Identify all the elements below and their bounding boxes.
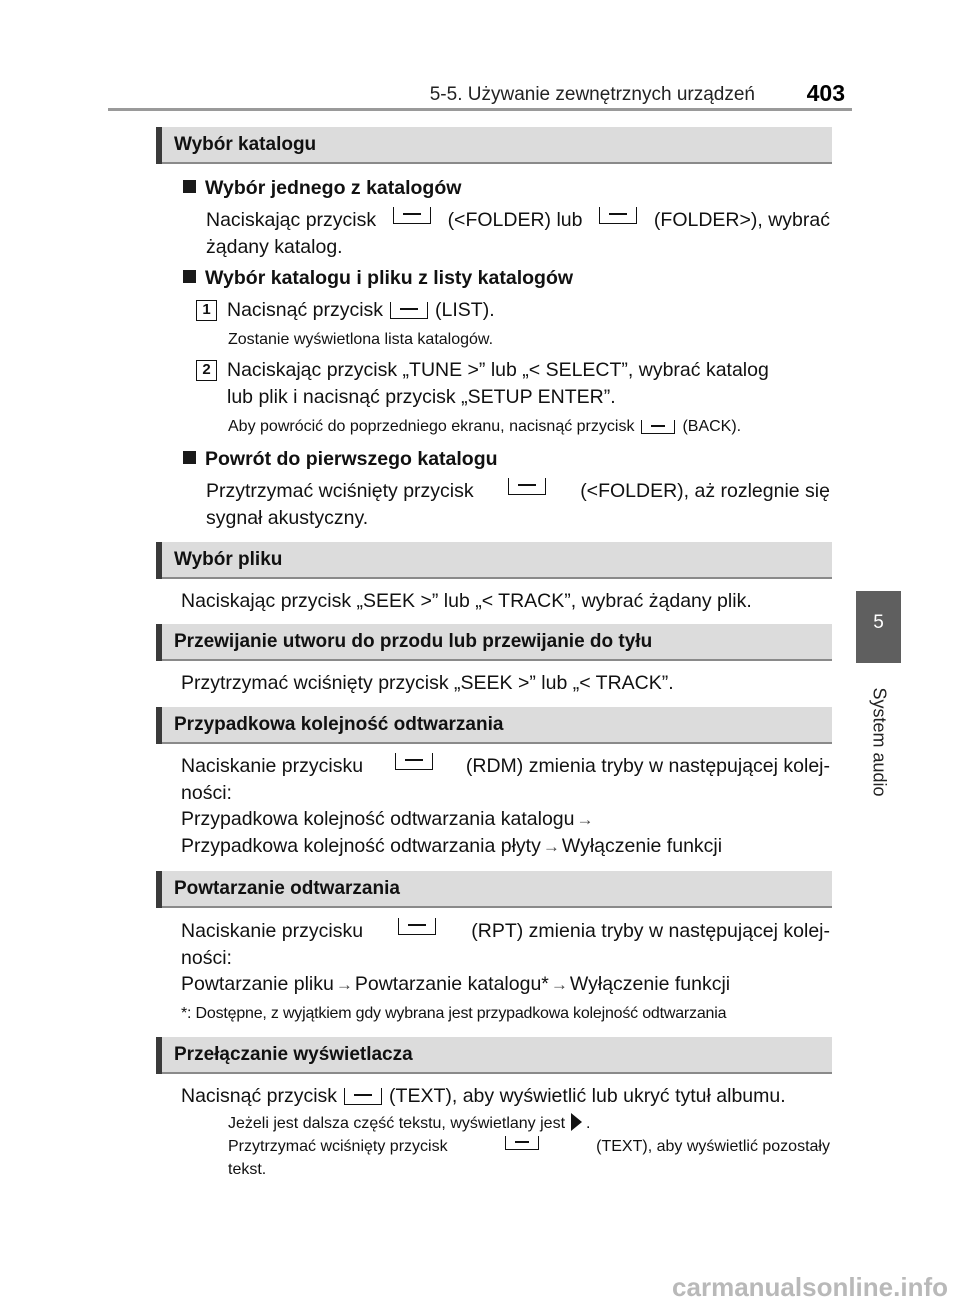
list-button-icon bbox=[390, 302, 429, 319]
paragraph-line: Powtarzanie pliku→Powtarzanie katalogu*→… bbox=[181, 971, 730, 998]
paragraph-line: Naciskanie przycisku(RDM) zmienia tryby … bbox=[181, 753, 830, 777]
chapter-title: System audio bbox=[869, 687, 890, 797]
section-title: Przypadkowa kolejność odtwarzania bbox=[174, 714, 504, 735]
paragraph-line: żądany katalog. bbox=[206, 236, 343, 258]
paragraph-line: Przypadkowa kolejność odtwarzania katalo… bbox=[181, 806, 595, 833]
chapter-tab: 5 bbox=[856, 591, 901, 663]
page-number: 403 bbox=[806, 80, 845, 106]
section-header-display-switch: Przełączanie wyświetlacza bbox=[156, 1037, 832, 1074]
rpt-button-icon bbox=[398, 918, 437, 935]
rdm-button-icon bbox=[395, 753, 434, 770]
note-line: Przytrzymać wciśnięty przycisk(TEXT), ab… bbox=[228, 1136, 830, 1155]
bullet-square-icon bbox=[183, 180, 196, 193]
running-header-title: 5-5. Używanie zewnętrznych urządzeń bbox=[429, 84, 755, 105]
arrow-right-icon: → bbox=[576, 810, 594, 829]
section-header-fast-forward: Przewijanie utworu do przodu lub przewij… bbox=[156, 624, 832, 661]
paragraph-line: Przytrzymać wciśnięty przycisk (<FOLDER)… bbox=[206, 478, 830, 502]
arrow-right-icon: → bbox=[335, 975, 353, 994]
folder-next-button-icon bbox=[599, 207, 638, 224]
section-title: Wybór pliku bbox=[174, 549, 283, 570]
paragraph-line: ności: bbox=[181, 782, 232, 804]
paragraph-line: Naciskając przycisk „SEEK >” lub „< TRAC… bbox=[181, 590, 752, 612]
paragraph-line: Naciskanie przycisku(RPT) zmienia tryby … bbox=[181, 918, 830, 942]
bullet-square-icon bbox=[183, 270, 196, 283]
section-title: Wybór katalogu bbox=[174, 134, 317, 155]
chapter-number: 5 bbox=[873, 612, 884, 633]
step-note: Zostanie wyświetlona lista katalogów. bbox=[228, 331, 494, 348]
folder-prev-button-icon bbox=[392, 207, 431, 224]
text-button-icon bbox=[344, 1088, 383, 1105]
paragraph-line: Naciskając przycisk (<FOLDER) lub (FOLDE… bbox=[206, 207, 830, 231]
step-number: 2 bbox=[196, 360, 217, 381]
subheading-folder-list: Wybór katalogu i pliku z listy katalogów bbox=[183, 265, 573, 291]
note-line: Jeżeli jest dalsza część tekstu, wyświet… bbox=[228, 1113, 591, 1132]
step-2-cont: lub plik i nacisnąć przycisk „SETUP ENTE… bbox=[227, 386, 616, 408]
bullet-square-icon bbox=[183, 451, 196, 464]
note-line: tekst. bbox=[228, 1161, 267, 1178]
footnote: *: Dostępne, z wyjątkiem gdy wybrana jes… bbox=[181, 1005, 727, 1022]
section-header-repeat: Powtarzanie odtwarzania bbox=[156, 871, 832, 908]
section-title: Przewijanie utworu do przodu lub przewij… bbox=[174, 631, 653, 652]
folder-prev-button-icon bbox=[507, 478, 546, 495]
watermark: carmanualsonline.info bbox=[672, 1272, 948, 1302]
paragraph-line: sygnał akustyczny. bbox=[206, 507, 369, 529]
paragraph-line: ności: bbox=[181, 947, 232, 969]
paragraph-line: Przytrzymać wciśnięty przycisk „SEEK >” … bbox=[181, 672, 674, 694]
step-number: 1 bbox=[196, 300, 217, 321]
step-note: Aby powrócić do poprzedniego ekranu, nac… bbox=[228, 418, 742, 435]
section-header-file-select: Wybór pliku bbox=[156, 542, 832, 579]
section-title: Przełączanie wyświetlacza bbox=[174, 1044, 413, 1065]
arrow-right-icon: → bbox=[542, 837, 560, 856]
paragraph-line: Nacisnąć przycisk(TEXT), aby wyświetlić … bbox=[181, 1085, 786, 1107]
text-button-icon bbox=[504, 1136, 539, 1150]
subheading-return-first: Powrót do pierwszego katalogu bbox=[183, 446, 498, 472]
section-title: Powtarzanie odtwarzania bbox=[174, 878, 400, 899]
arrow-right-icon: → bbox=[550, 975, 568, 994]
more-text-indicator-icon bbox=[571, 1113, 583, 1131]
header-rule bbox=[108, 108, 852, 111]
back-button-icon bbox=[641, 420, 676, 434]
subheading-single-folder: Wybór jednego z katalogów bbox=[183, 175, 461, 201]
section-header-folder-select: Wybór katalogu bbox=[156, 127, 832, 164]
paragraph-line: Przypadkowa kolejność odtwarzania płyty→… bbox=[181, 833, 722, 860]
section-header-random: Przypadkowa kolejność odtwarzania bbox=[156, 707, 832, 744]
